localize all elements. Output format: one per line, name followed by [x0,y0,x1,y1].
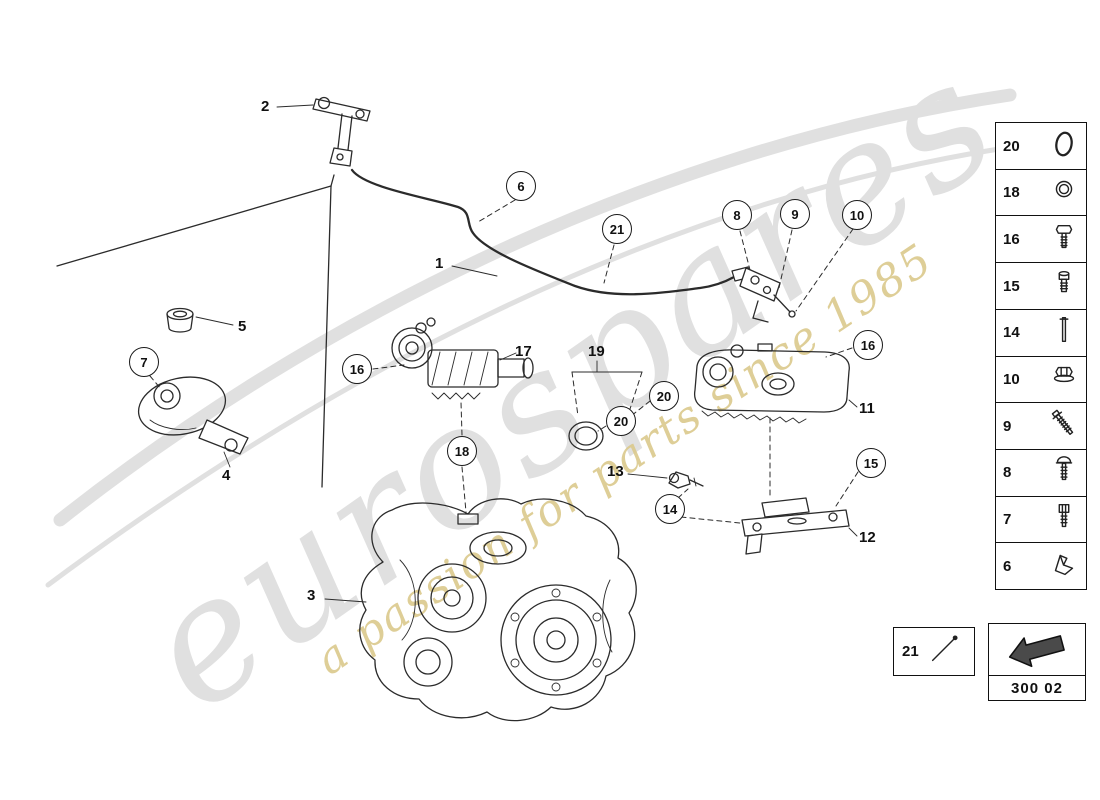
bolt-part13 [668,471,704,489]
mounting-outline-lines [56,174,335,488]
part-number: 14 [1003,324,1020,342]
callout-label-17[interactable]: 17 [515,343,532,360]
retaining-clip-icon [1047,545,1081,588]
callout-circle-10[interactable]: 10 [842,200,872,230]
callout-label-19[interactable]: 19 [588,343,605,360]
sidebar-part-20[interactable]: 20 [995,122,1087,170]
callout-circle-20-b[interactable]: 20 [649,381,679,411]
part-number: 8 [1003,464,1012,482]
callout-label-1[interactable]: 1 [435,255,444,272]
release-cable-part1 [350,168,752,296]
cover-part11 [693,343,850,424]
hex-bolt-icon [1047,218,1081,261]
sidebar-part-16[interactable]: 16 [995,215,1087,264]
grommet-part5 [166,307,194,333]
callout-label-13[interactable]: 13 [607,463,624,480]
release-lever-part2 [312,96,371,167]
short-bolt-icon [1047,265,1081,308]
cable-end-bracket-parts8-9-10 [739,267,796,323]
stud-pin-icon [1047,311,1081,354]
part-number: 16 [1003,230,1020,248]
sidebar-part-8[interactable]: 8 [995,448,1087,497]
back-arrow-icon [989,624,1085,675]
callout-label-4[interactable]: 4 [222,467,231,484]
diagram-code-box[interactable]: 300 02 [988,623,1086,701]
sidebar-part-6[interactable]: 6 [995,542,1087,591]
pan-head-screw-icon [1047,451,1081,494]
lever-part4 [137,376,249,455]
o-ring-large-icon [1047,125,1081,168]
part-number: 18 [1003,184,1020,202]
callout-circle-15[interactable]: 15 [856,448,886,478]
callout-circle-6[interactable]: 6 [506,171,536,201]
sidebar-part-14[interactable]: 14 [995,308,1087,357]
callout-leader-lines [149,199,859,524]
callout-label-5[interactable]: 5 [238,318,247,335]
long-screw-icon [1047,405,1081,448]
diagram-code: 300 02 [989,675,1085,700]
part-number: 7 [1003,511,1012,529]
pin-icon [927,631,961,672]
flange-nut-icon [1047,358,1081,401]
part-number: 6 [1003,557,1012,575]
callout-label-2[interactable]: 2 [261,98,270,115]
part-number: 15 [1003,277,1020,295]
callout-circle-21[interactable]: 21 [602,214,632,244]
sidebar-part-10[interactable]: 10 [995,355,1087,404]
socket-screw-icon [1047,498,1081,541]
sidebar-part-15[interactable]: 15 [995,262,1087,311]
callout-circle-7[interactable]: 7 [129,347,159,377]
pin-box-21[interactable]: 21 [893,627,975,676]
callout-label-12[interactable]: 12 [859,529,876,546]
sidebar-part-18[interactable]: 18 [995,168,1087,217]
actuator-part17 [391,317,534,400]
gearbox-part3 [359,498,637,722]
callout-circle-16-left[interactable]: 16 [342,354,372,384]
part-number: 20 [1003,137,1020,155]
callout-circle-8[interactable]: 8 [722,200,752,230]
part-number: 21 [902,643,919,660]
callout-circle-14[interactable]: 14 [655,494,685,524]
part-number: 9 [1003,417,1012,435]
callout-label-3[interactable]: 3 [307,587,316,604]
parts-sidebar: 20 18 16 15 14 [995,122,1087,591]
callout-circle-20-a[interactable]: 20 [606,406,636,436]
callout-circle-9[interactable]: 9 [780,199,810,229]
callout-label-11[interactable]: 11 [859,400,875,417]
callout-circle-18[interactable]: 18 [447,436,477,466]
bracket-part12 [741,497,850,555]
sidebar-part-9[interactable]: 9 [995,402,1087,451]
o-ring-small-icon [1047,171,1081,214]
part-number: 10 [1003,371,1020,389]
sidebar-part-7[interactable]: 7 [995,495,1087,544]
callout-circle-16-right[interactable]: 16 [853,330,883,360]
